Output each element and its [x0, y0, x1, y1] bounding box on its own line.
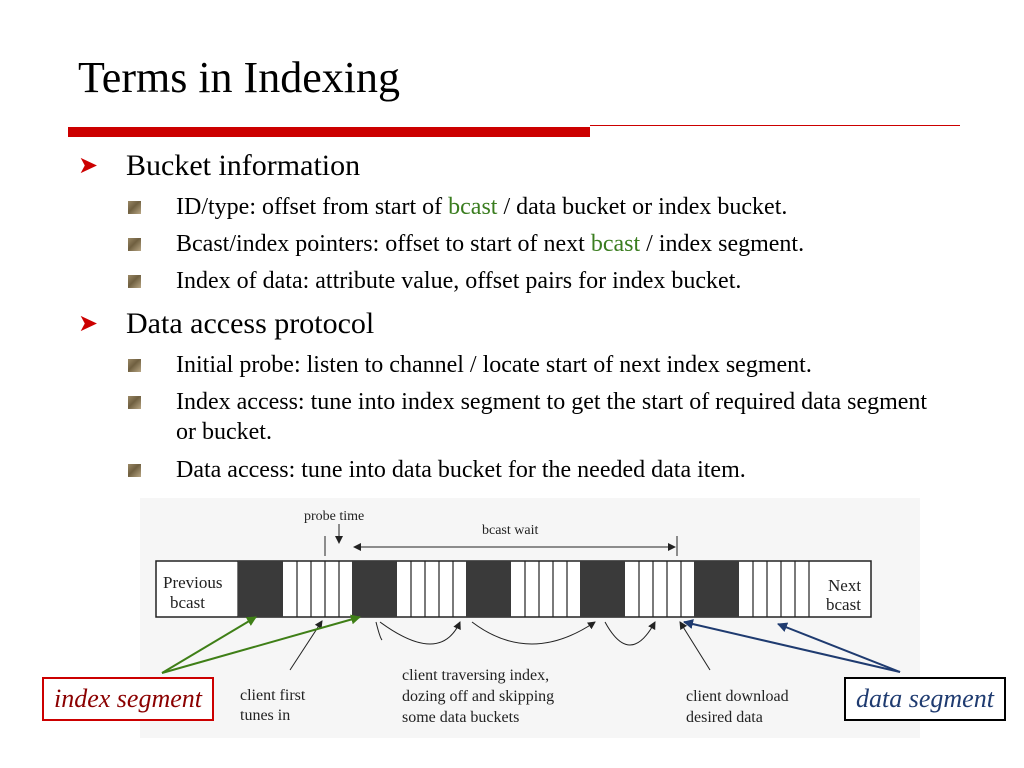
- bullet-text: Initial probe: listen to channel / locat…: [176, 352, 812, 378]
- index-bucket: [352, 561, 397, 617]
- bullet-text-part: ID/type: offset from start of: [176, 194, 449, 220]
- square-bullet-icon: [128, 464, 141, 477]
- traversing-label: client traversing index,: [402, 667, 549, 684]
- broadcast-diagram: Previous bcast Next bcast probe time: [140, 498, 920, 738]
- slide-title: Terms in Indexing: [78, 53, 400, 102]
- bullet-text: Bcast/index pointers: offset to start of…: [176, 229, 804, 259]
- arrow-bullet-icon: ➤: [78, 311, 99, 337]
- index-bucket: [238, 561, 283, 617]
- bullet-text: Index of data: attribute value, offset p…: [176, 268, 742, 294]
- index-segment-callout: index segment: [42, 677, 215, 721]
- title-rule-thin: [590, 125, 960, 126]
- previous-bcast-label: Previous: [163, 573, 223, 592]
- next-bcast-label: bcast: [826, 595, 861, 614]
- square-bullet-icon: [128, 396, 141, 409]
- traversing-label: dozing off and skipping: [402, 688, 554, 705]
- bullet-text: Index access: tune into index segment to…: [176, 389, 928, 445]
- client-first-label: client first: [240, 687, 306, 704]
- section-heading-text: Data access protocol: [126, 307, 375, 340]
- index-bucket: [580, 561, 625, 617]
- square-bullet-icon: [128, 238, 141, 251]
- index-bucket: [694, 561, 739, 617]
- broadcast-diagram-svg: Previous bcast Next bcast probe time: [155, 509, 872, 726]
- data-segment-callout: data segment: [844, 677, 1006, 721]
- bcast-highlight: bcast: [448, 194, 498, 220]
- client-first-label: tunes in: [240, 707, 290, 724]
- title-rule-accent: [68, 127, 590, 137]
- probe-time-label: probe time: [304, 509, 364, 524]
- bullet-text: Data access: tune into data bucket for t…: [176, 457, 746, 483]
- square-bullet-icon: [128, 201, 141, 214]
- data-buckets: [296, 561, 810, 617]
- square-bullet-icon: [128, 275, 141, 288]
- index-bucket: [466, 561, 511, 617]
- download-label: client download: [686, 688, 789, 705]
- traversing-label: some data buckets: [402, 709, 519, 726]
- bullet-text-part: / data bucket or index bucket.: [497, 194, 788, 220]
- bullet-text-part: / index segment.: [640, 231, 805, 257]
- previous-bcast-label: bcast: [170, 593, 205, 612]
- arrow-bullet-icon: ➤: [78, 153, 99, 179]
- bullet-text-part: Bcast/index pointers: offset to start of…: [176, 231, 591, 257]
- download-label: desired data: [686, 709, 763, 726]
- bullet-text: ID/type: offset from start of bcast / da…: [176, 192, 787, 222]
- next-bcast-label: Next: [828, 576, 861, 595]
- bcast-wait-label: bcast wait: [482, 523, 538, 538]
- section-heading-text: Bucket information: [126, 149, 361, 182]
- square-bullet-icon: [128, 359, 141, 372]
- bcast-highlight: bcast: [590, 231, 641, 257]
